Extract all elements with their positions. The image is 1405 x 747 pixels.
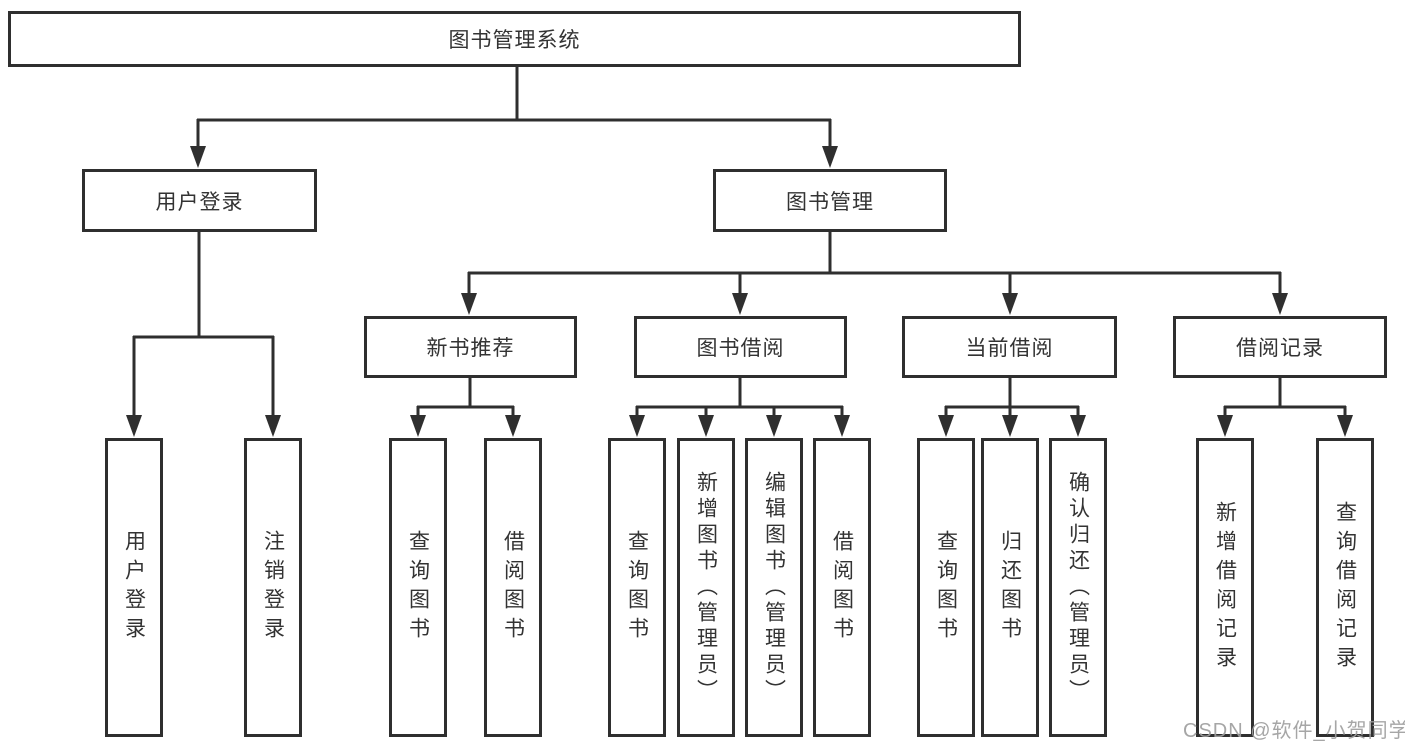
connector-root (196, 67, 832, 148)
arrow-leaf-borrowing-query (629, 415, 645, 437)
arrow-new-book-recommend (461, 293, 477, 315)
arrow-book-borrowing (732, 293, 748, 315)
arrow-leaf-borrowing-borrow (834, 415, 850, 437)
arrow-borrow-records (1272, 293, 1288, 315)
leaf-current-confirm-return-admin: 确认归还（管理员） (1049, 438, 1107, 737)
leaf-borrowing-add-books-admin: 新增图书（管理员） (677, 438, 735, 737)
leaf-recommend-query-books: 查询图书 (389, 438, 447, 737)
leaf-borrowing-borrow-books: 借阅图书 (813, 438, 871, 737)
arrow-leaf-borrowing-edit (766, 415, 782, 437)
arrow-leaf-current-confirm (1070, 415, 1086, 437)
arrow-current-borrowing (1002, 293, 1018, 315)
leaf-records-add-record: 新增借阅记录 (1196, 438, 1254, 737)
node-new-book-recommend: 新书推荐 (364, 316, 577, 378)
node-book-management: 图书管理 (713, 169, 947, 232)
arrow-leaf-current-return (1002, 415, 1018, 437)
leaf-current-query-books: 查询图书 (917, 438, 975, 737)
connector-book-borrowing (635, 378, 844, 418)
leaf-recommend-borrow-books: 借阅图书 (484, 438, 542, 737)
leaf-user-login: 用户登录 (105, 438, 163, 737)
node-library-management-system: 图书管理系统 (8, 11, 1021, 67)
connector-borrow-records (1223, 378, 1347, 418)
connector-new-book-recommend (416, 378, 515, 418)
node-current-borrowing: 当前借阅 (902, 316, 1117, 378)
arrow-leaf-recommend-query (410, 415, 426, 437)
csdn-watermark: CSDN @软件_小贺同学 (1183, 720, 1405, 742)
leaf-borrowing-edit-books-admin: 编辑图书（管理员） (745, 438, 803, 737)
connector-current-borrowing (944, 378, 1080, 418)
arrow-leaf-logout (265, 415, 281, 437)
arrow-user-login (190, 146, 206, 168)
node-book-borrowing: 图书借阅 (634, 316, 847, 378)
leaf-records-query-record: 查询借阅记录 (1316, 438, 1374, 737)
node-user-login: 用户登录 (82, 169, 317, 232)
arrow-leaf-recommend-borrow (505, 415, 521, 437)
arrow-leaf-records-query (1337, 415, 1353, 437)
arrow-book-management (822, 146, 838, 168)
arrow-leaf-borrowing-add (698, 415, 714, 437)
arrow-leaf-current-query (938, 415, 954, 437)
arrow-leaf-login (126, 415, 142, 437)
leaf-current-return-books: 归还图书 (981, 438, 1039, 737)
arrow-leaf-records-add (1217, 415, 1233, 437)
leaf-borrowing-query-books: 查询图书 (608, 438, 666, 737)
leaf-logout: 注销登录 (244, 438, 302, 737)
connector-user-login (132, 232, 275, 418)
node-borrow-records: 借阅记录 (1173, 316, 1387, 378)
connector-book-management (467, 232, 1282, 296)
